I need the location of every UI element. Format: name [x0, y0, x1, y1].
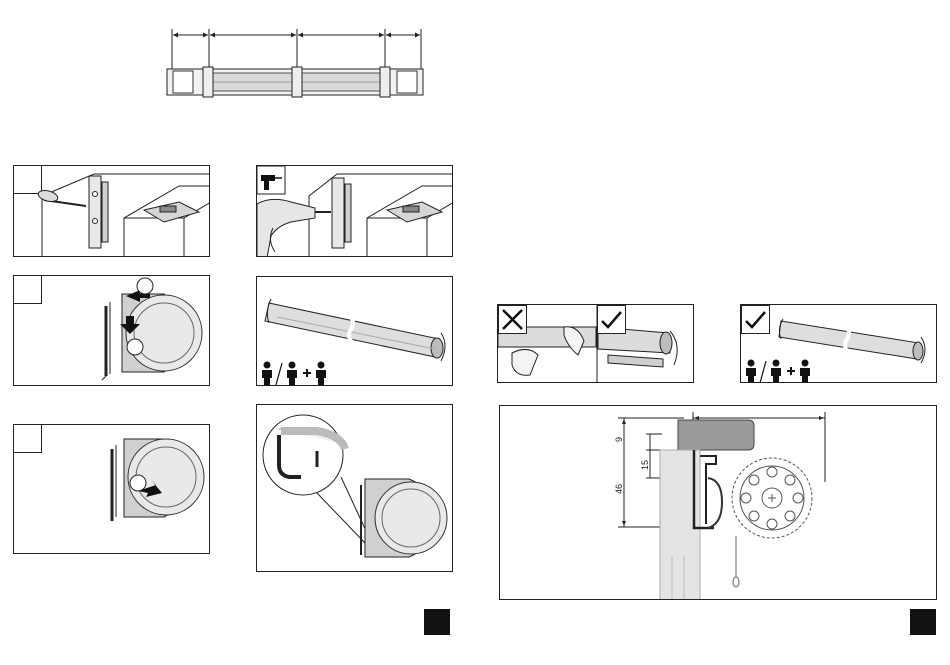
- step-panel-detail: [256, 404, 453, 572]
- step-panel-release: [13, 424, 210, 554]
- cross-section-diagram: 9 15 46: [499, 405, 937, 600]
- page-marker-left: [424, 609, 450, 635]
- step-panel-clip-on: [13, 275, 210, 386]
- dimension-label-46: 46: [614, 484, 624, 494]
- carry-comparison-panel: [497, 304, 694, 383]
- cross-icon: [498, 305, 528, 335]
- top-rail-figure: [165, 25, 430, 105]
- persons-icon: [259, 361, 339, 385]
- page-marker-right: [910, 609, 936, 635]
- step-panel-drill-mount: [256, 165, 453, 257]
- check-icon: [597, 305, 627, 335]
- dimension-label-9: 9: [614, 437, 624, 442]
- dimension-label-15: 15: [640, 460, 650, 470]
- persons-icon: [743, 359, 823, 383]
- step-panel-screw-mount: [13, 165, 210, 257]
- check-icon: [741, 305, 771, 335]
- step-panel-carry-roller: [256, 276, 453, 386]
- correct-carry-panel: [740, 304, 937, 383]
